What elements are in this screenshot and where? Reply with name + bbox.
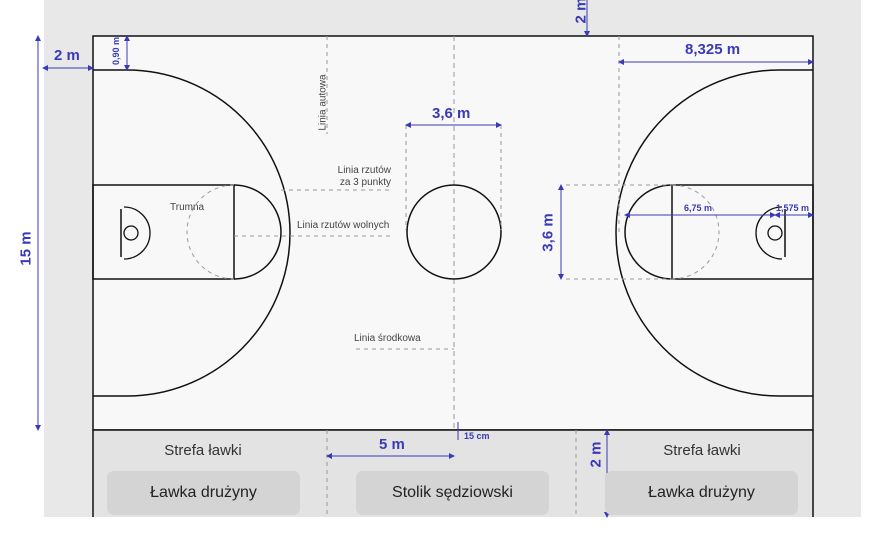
dim-090-label: 0,90 m [111,36,121,66]
three-point-label-line1: Linia rzutów [337,165,391,176]
bench-zone-right-label: Strefa ławki [663,442,741,459]
three-point-label-line2: za 3 punkty [339,177,391,188]
dim-8325-label: 8,325 m [685,41,741,58]
right-three-point-line [615,69,813,397]
free-throw-label: Linia rzutów wolnych [297,220,390,231]
court-boundary [92,35,814,431]
team-bench-left: Ławka drużyny [107,471,300,515]
dim-5m-label: 5 m [379,436,405,453]
dim-675-label: 6,75 m [684,203,713,213]
left-three-point-line [93,69,291,397]
team-bench-right: Ławka drużyny [605,471,798,515]
right-hoop [767,225,783,241]
dim-2m-top-label: 2 m [572,0,590,24]
dim-36-side-label: 3,6 m [539,213,557,252]
center-line-label: Linia środkowa [354,333,421,344]
scorer-table: Stolik sędziowski [356,471,549,515]
key-label: Trumna [170,202,205,213]
dim-15m-label: 15 m [17,231,35,266]
dim-15cm-label: 15 cm [464,431,490,441]
left-hoop [123,225,139,241]
sideline-label: Linia autowa [317,74,329,131]
dim-1575-label: 1,575 m [776,203,810,213]
center-circle [406,184,502,280]
left-key [92,184,235,280]
dim-36-top-label: 3,6 m [432,105,471,122]
bench-zone-left-label: Strefa ławki [164,442,242,459]
right-key [671,184,814,280]
dim-2m-left-label: 2 m [54,47,80,64]
